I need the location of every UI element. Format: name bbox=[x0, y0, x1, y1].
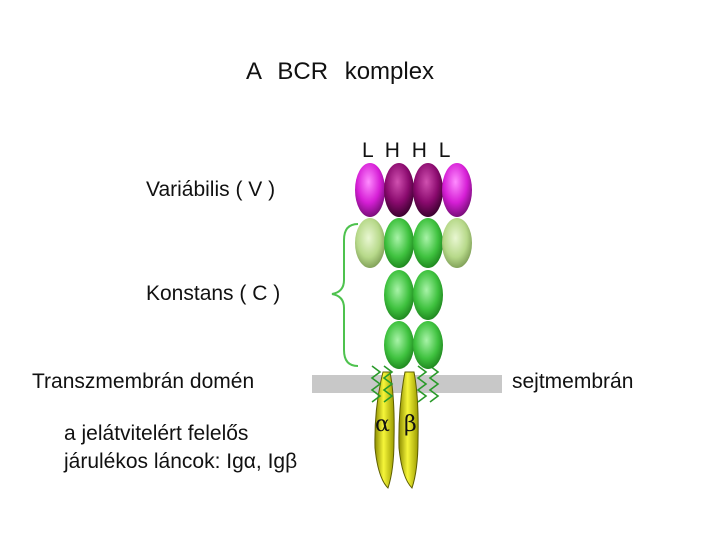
accessory-chains-label-line1: a jelátvitelért felelős bbox=[64, 422, 249, 445]
constant-domain-heavy-right-2 bbox=[413, 270, 443, 320]
transmembrane-domain bbox=[370, 365, 440, 403]
constant-region-bracket bbox=[331, 223, 359, 367]
constant-region-label: Konstans ( C ) bbox=[146, 282, 281, 305]
variable-domain-light-left bbox=[355, 163, 385, 217]
constant-domain-heavy-left-1 bbox=[384, 218, 414, 268]
diagram-title: A BCR komplex bbox=[246, 58, 435, 85]
helix-4 bbox=[428, 365, 440, 403]
constant-domain-heavy-right-1 bbox=[413, 218, 443, 268]
variable-region-label: Variábilis ( V ) bbox=[146, 178, 276, 201]
cell-membrane-label: sejtmembrán bbox=[512, 370, 634, 393]
variable-domain-heavy-left bbox=[384, 163, 414, 217]
helix-3 bbox=[416, 365, 428, 403]
ig-alpha-label: α bbox=[375, 412, 390, 437]
ig-beta-chain bbox=[398, 371, 419, 489]
accessory-chains-label-line2: járulékos láncok: Igα, Igβ bbox=[64, 450, 298, 473]
constant-domain-heavy-left-3 bbox=[384, 321, 414, 369]
constant-domain-light-right bbox=[442, 218, 472, 268]
ig-alpha-chain bbox=[374, 371, 395, 489]
ig-beta-label: β bbox=[404, 412, 417, 437]
helix-2 bbox=[382, 365, 394, 403]
transmembrane-domain-label: Transzmembrán domén bbox=[32, 370, 255, 393]
variable-domain-heavy-right bbox=[413, 163, 443, 217]
constant-domain-light-left bbox=[355, 218, 385, 268]
constant-domain-heavy-right-3 bbox=[413, 321, 443, 369]
variable-domain-light-right bbox=[442, 163, 472, 217]
constant-domain-heavy-left-2 bbox=[384, 270, 414, 320]
helix-1 bbox=[370, 365, 382, 403]
chain-labels: L H H L bbox=[362, 139, 453, 162]
